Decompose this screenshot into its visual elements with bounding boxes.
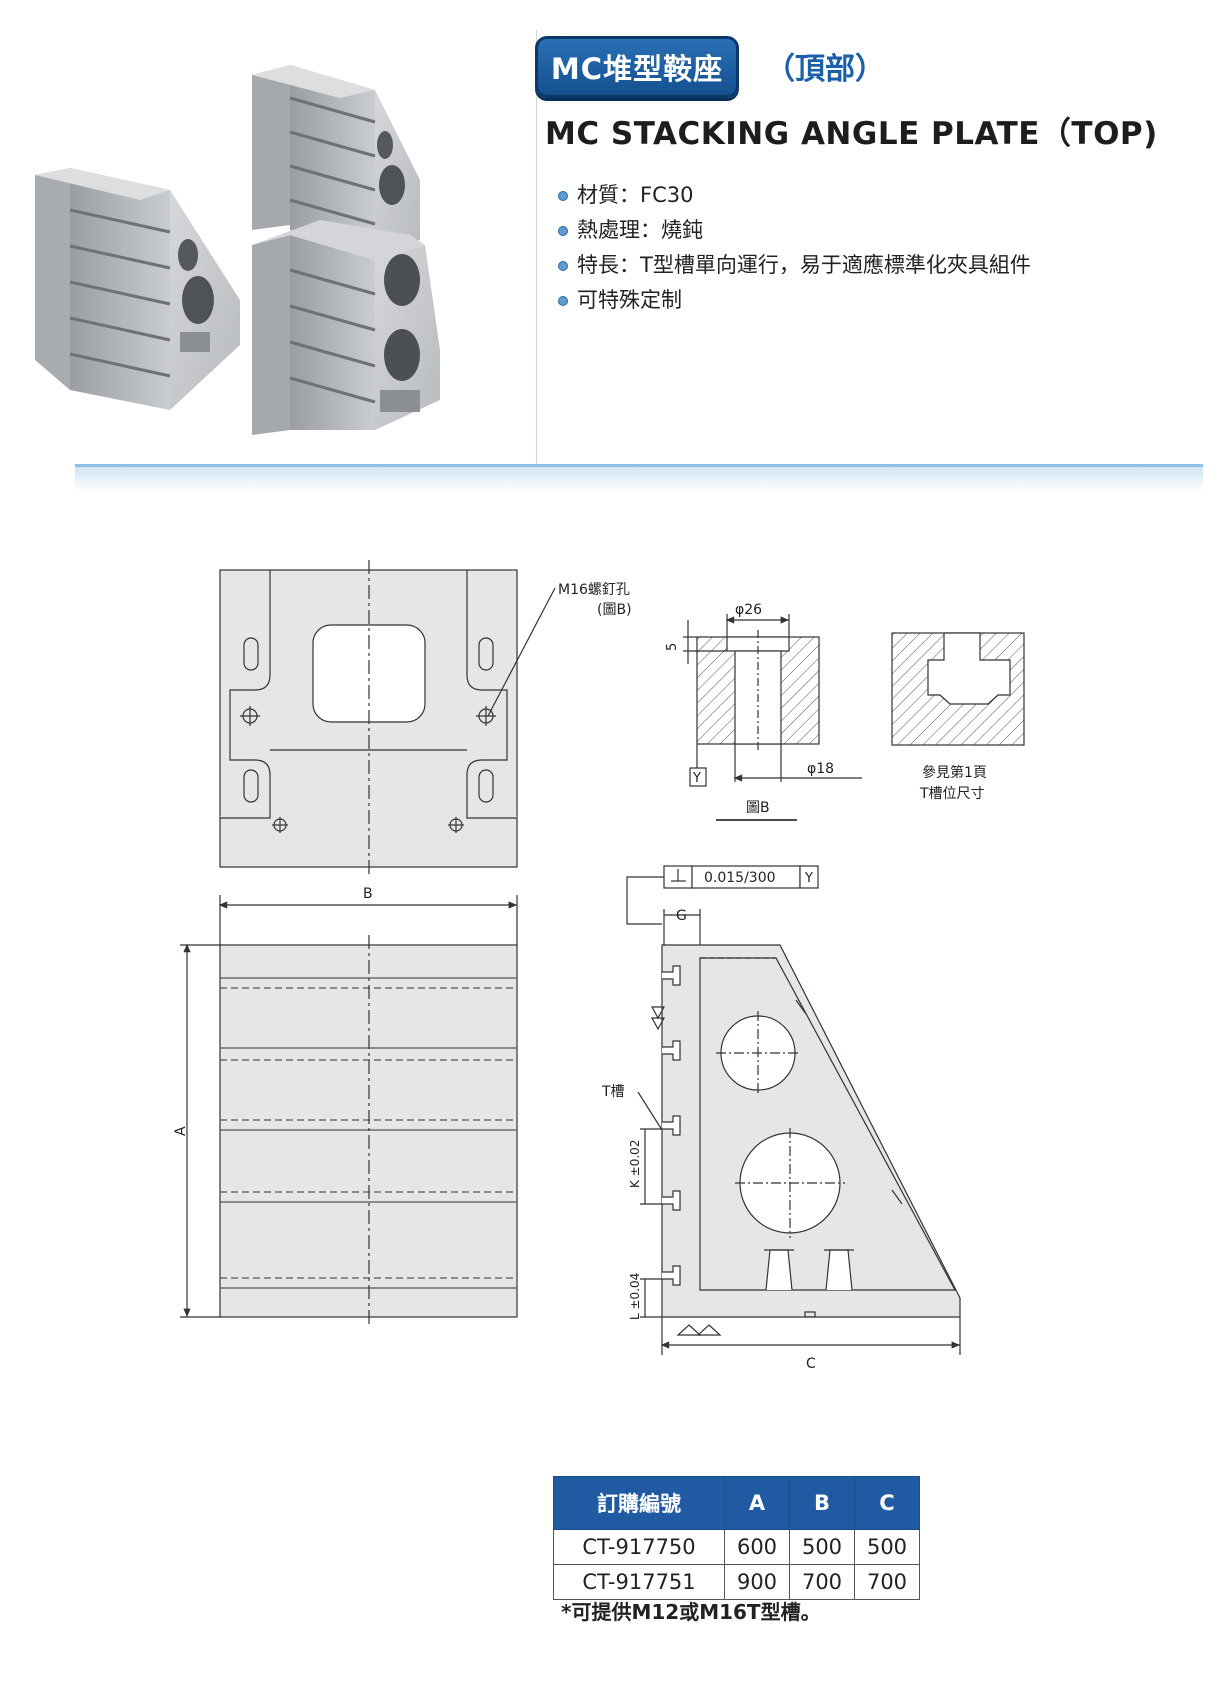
top-view [219,560,556,875]
page-title: MC STACKING ANGLE PLATE（TOP) [545,116,1158,152]
cell-b: 700 [789,1564,855,1600]
bullet-icon [558,260,568,271]
bullet-icon [558,295,568,306]
bullet-icon [558,190,568,201]
section-band [75,466,1203,492]
dim-c: C [806,1356,816,1372]
dim-5: 5 [665,643,680,651]
side-view [626,865,961,1355]
label-m16: M16螺釘孔 [558,581,630,598]
dim-phi26: φ26 [735,602,762,618]
col-header-c: C [854,1476,920,1530]
tolerance-value: 0.015/300 [704,870,776,886]
dim-g: G [676,908,687,924]
cell-a: 600 [724,1529,790,1565]
feature-item: 可特殊定制 [558,283,1031,318]
dim-l: L ±0.04 [628,1273,642,1320]
cell-a: 900 [724,1564,790,1600]
ref-note-2: T槽位尺寸 [919,786,985,802]
table-row: CT-917750 600 500 500 [553,1529,920,1565]
dim-a: A [173,1126,189,1136]
subtitle-zh: （頂部） [765,52,885,87]
feature-item: 熱處理：燒鈍 [558,213,1031,248]
stacked-angle-plates [252,65,440,435]
feature-list: 材質：FC30 熱處理：燒鈍 特長：T型槽單向運行，易于適應標準化夾具組件 可特… [558,178,1031,318]
cell-b: 500 [789,1529,855,1565]
t-slot-section [891,632,1025,746]
spec-table: 訂購編號 A B C CT-917750 600 500 500 CT-9177… [553,1476,920,1600]
fig-b-section [683,614,862,821]
tolerance-datum: Y [804,871,813,886]
small-angle-plate [35,168,240,410]
label-t-slot: T槽 [601,1084,625,1100]
col-header-b: B [789,1476,855,1530]
col-header-a: A [724,1476,790,1530]
section-divider [75,464,1203,467]
header-divider [536,30,537,465]
product-photo [35,65,440,435]
feature-item: 特長：T型槽單向運行，易于適應標準化夾具組件 [558,248,1031,283]
dim-b: B [363,886,373,902]
cell-order-no: CT-917751 [553,1564,725,1600]
fig-b-label: 圖B [746,800,770,816]
product-badge: MC堆型鞍座 [535,36,739,98]
cell-c: 500 [854,1529,920,1565]
label-m16-ref: (圖B) [597,602,632,618]
datum-y: Y [692,771,701,786]
table-header-row: 訂購編號 A B C [553,1476,920,1530]
feature-item: 材質：FC30 [558,178,1031,213]
dim-phi18: φ18 [807,761,834,777]
col-header-order-no: 訂購編號 [553,1476,725,1530]
ref-note-1: 參見第1頁 [922,764,987,781]
table-row: CT-917751 900 700 700 [553,1564,920,1600]
front-view [180,895,518,1325]
cell-c: 700 [854,1564,920,1600]
bullet-icon [558,225,568,236]
dim-k: K ±0.02 [628,1140,642,1188]
cell-order-no: CT-917750 [553,1529,725,1565]
footnote: *可提供M12或M16T型槽。 [561,1600,821,1624]
